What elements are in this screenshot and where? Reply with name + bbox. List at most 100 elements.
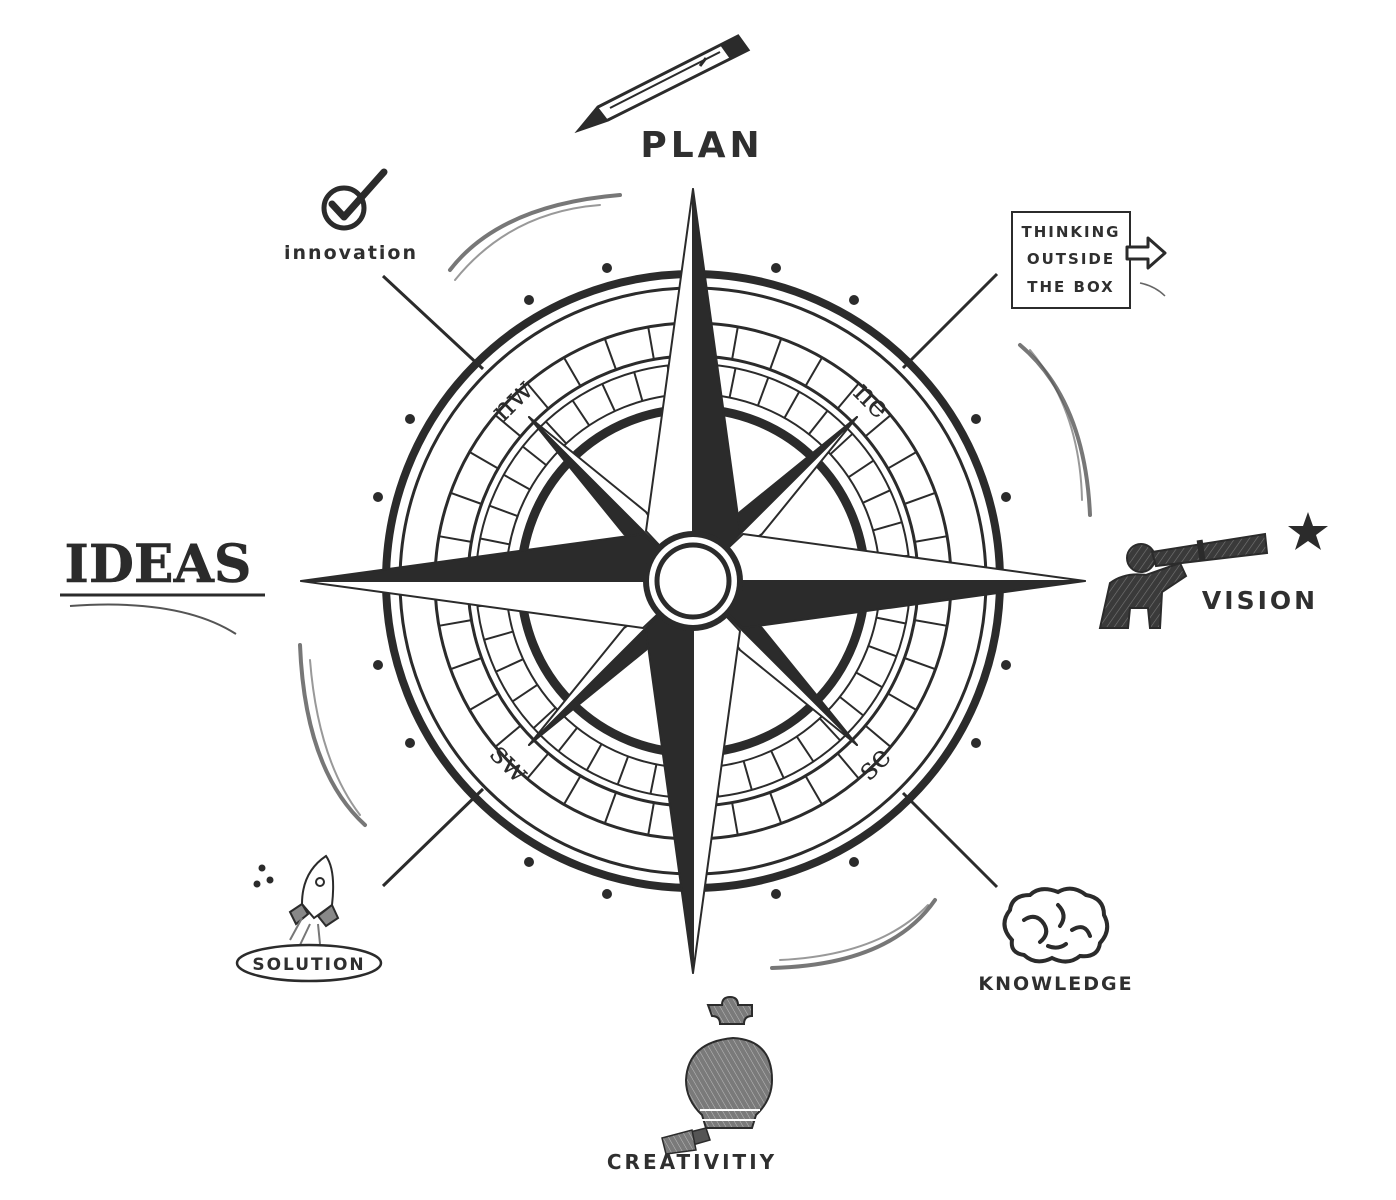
- ring-tick: [616, 756, 630, 785]
- ring-tick: [914, 619, 948, 627]
- ring-tick: [603, 792, 617, 824]
- thinking-line-1: THINKING: [1022, 223, 1121, 241]
- ring-tick: [469, 451, 499, 470]
- arrow-right-icon: [1125, 236, 1167, 270]
- lightbulb-puzzle-icon: [661, 995, 774, 1155]
- ring-tick: [563, 357, 582, 387]
- thinking-line-2: OUTSIDE: [1027, 250, 1115, 268]
- brain-icon: [1002, 886, 1110, 964]
- ring-tick: [804, 357, 823, 387]
- ring-tick: [887, 692, 917, 711]
- compass-ring-ticks: [435, 323, 951, 839]
- ring-tick: [526, 382, 550, 410]
- ring-tick: [862, 489, 891, 504]
- ring-tick: [438, 619, 472, 627]
- person-telescope-icon: [1098, 532, 1269, 629]
- ring-tick: [829, 433, 854, 455]
- ring-tick: [483, 630, 514, 641]
- ring-tick: [864, 414, 892, 438]
- ring-tick: [864, 724, 892, 748]
- thinking-box-frame: [1011, 211, 1131, 309]
- ring-tick: [731, 802, 739, 836]
- ring-tick: [836, 382, 860, 410]
- knowledge-item: KNOWLEDGE: [978, 886, 1133, 995]
- pen-icon: [574, 34, 751, 134]
- ring-tick: [770, 750, 785, 779]
- ring-tick: [742, 760, 753, 791]
- compass-rose-cardinal: [300, 188, 1086, 974]
- ring-tick: [571, 399, 591, 426]
- compass-center-hub: [643, 531, 743, 631]
- ring-tick: [783, 391, 801, 419]
- sketch-arcs: [298, 193, 1092, 970]
- spoke-nw: [381, 274, 485, 371]
- ring-tick: [887, 451, 917, 470]
- ring-tick: [904, 491, 936, 505]
- ring-tick: [728, 368, 737, 398]
- ring-tick: [731, 326, 739, 360]
- ring-tick: [557, 727, 578, 752]
- solution-item: SOLUTION: [235, 854, 383, 983]
- ring-tick: [469, 692, 499, 711]
- ring-tick: [836, 752, 860, 780]
- ring-tick: [868, 644, 897, 658]
- ring-tick: [633, 371, 644, 402]
- ring-tick: [480, 537, 510, 546]
- ring-tick: [649, 764, 658, 794]
- ring-tick: [450, 491, 482, 505]
- ring-tick: [511, 683, 538, 703]
- ring-tick: [839, 696, 864, 717]
- ring-tick: [855, 671, 883, 689]
- ring-tick: [532, 707, 557, 729]
- ring-tick: [647, 802, 655, 836]
- plan-item: PLAN: [574, 34, 763, 166]
- ring-tick: [804, 775, 823, 805]
- ring-tick: [450, 657, 482, 671]
- solution-oval: [235, 943, 383, 983]
- ring-tick: [603, 338, 617, 370]
- ring-tick: [769, 792, 783, 824]
- ring-tick: [438, 535, 472, 543]
- ring-tick: [914, 535, 948, 543]
- vision-item: VISION: [1098, 512, 1328, 629]
- innovation-label: innovation: [284, 242, 418, 264]
- innovation-item: innovation: [284, 168, 418, 264]
- spoke-ne: [901, 272, 999, 370]
- rocket-icon: [253, 854, 340, 946]
- spoke-sw: [381, 787, 485, 888]
- knowledge-label: KNOWLEDGE: [978, 973, 1133, 995]
- ring-tick: [503, 473, 531, 491]
- ring-tick: [522, 445, 547, 466]
- solution-label: SOLUTION: [252, 955, 365, 975]
- ring-tick: [494, 414, 522, 438]
- ring-tick: [769, 338, 783, 370]
- creativity-item: CREATIVITIY: [607, 995, 777, 1174]
- ring-tick: [872, 521, 903, 532]
- star-icon: [1288, 512, 1328, 550]
- creativity-label: CREATIVITIY: [607, 1150, 777, 1174]
- ring-tick: [756, 377, 770, 406]
- ring-tick: [647, 326, 655, 360]
- ring-tick: [601, 383, 616, 412]
- compass-outer-dots: [373, 263, 1011, 899]
- check-circle-icon: [321, 168, 388, 231]
- ideas-title: IDEAS: [65, 534, 252, 595]
- ring-tick: [819, 717, 841, 742]
- ring-tick: [848, 459, 875, 479]
- ring-tick: [585, 743, 603, 771]
- ordinal-ne: ne: [846, 375, 897, 426]
- ring-tick: [545, 420, 567, 445]
- vision-label: VISION: [1202, 586, 1318, 615]
- thinking-box-item: THINKING OUTSIDE THE BOX: [1011, 211, 1167, 309]
- ring-tick: [526, 752, 550, 780]
- spoke-se: [901, 791, 999, 889]
- ideas-title-group: IDEAS: [60, 534, 265, 635]
- ring-tick: [495, 658, 524, 673]
- ring-tick: [808, 410, 829, 435]
- plan-label: PLAN: [640, 125, 763, 166]
- thinking-line-3: THE BOX: [1027, 278, 1114, 296]
- ring-tick: [904, 657, 936, 671]
- ring-tick: [489, 504, 518, 518]
- ring-tick: [494, 724, 522, 748]
